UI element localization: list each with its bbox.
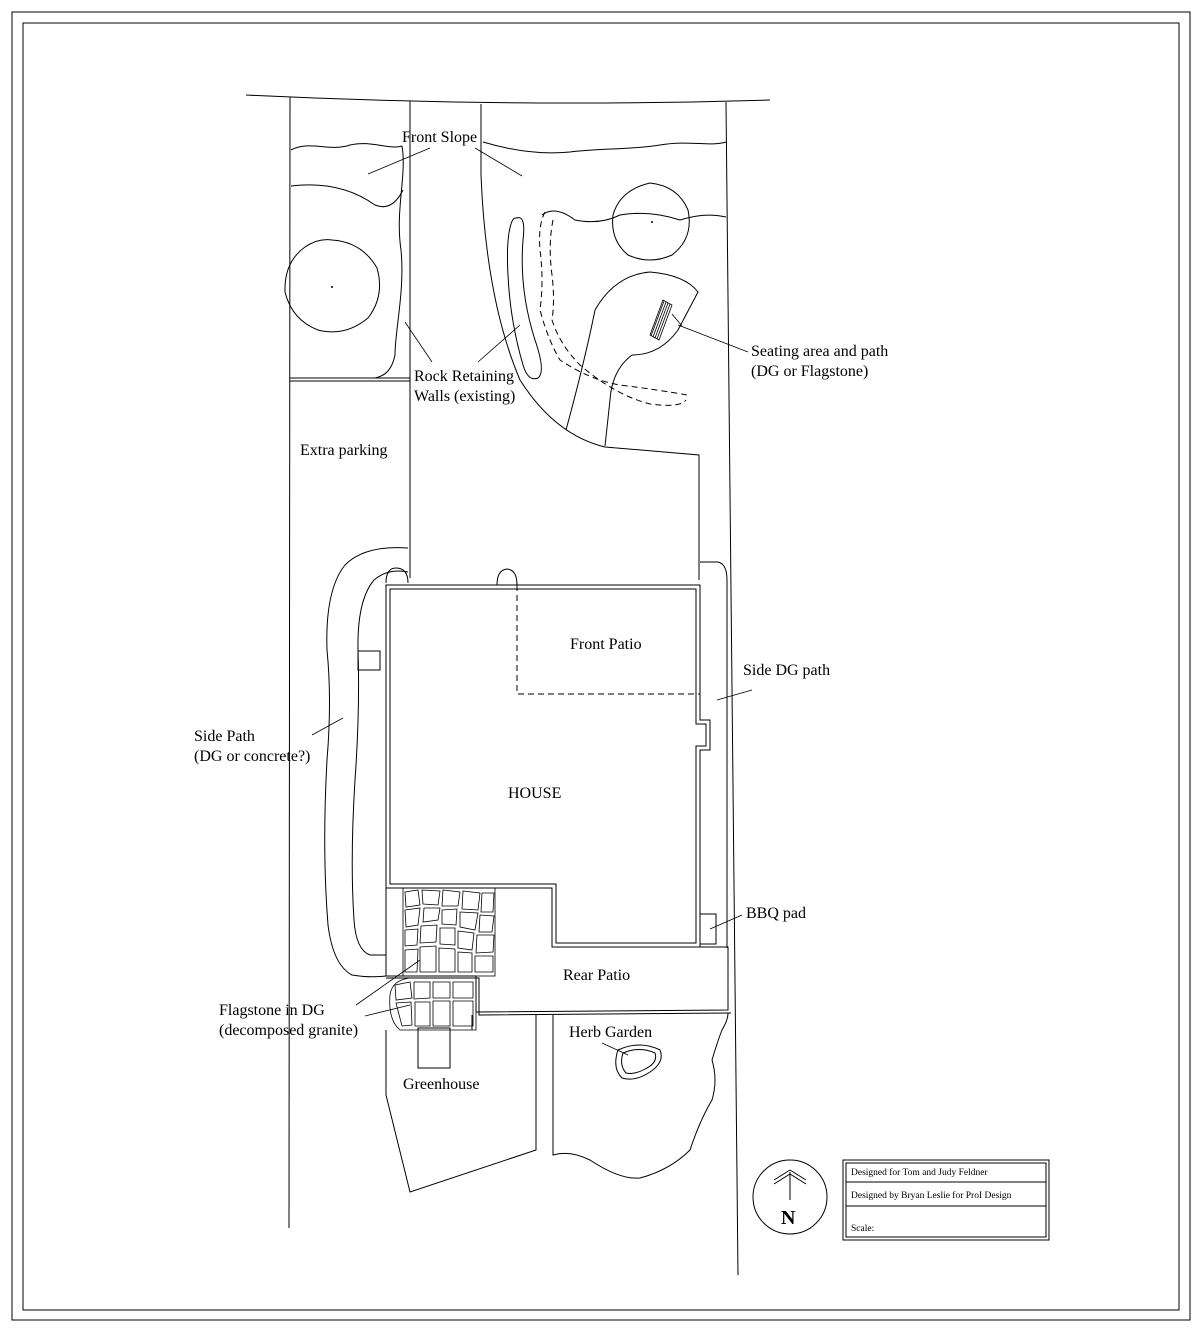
label-side-dg-path: Side DG path	[743, 662, 830, 679]
house-outline-outer	[385, 584, 711, 948]
label-seating-line2: (DG or Flagstone)	[751, 363, 868, 380]
north-letter: N	[781, 1207, 796, 1229]
north-arrow-icon: N	[752, 1159, 828, 1235]
label-rock-walls-line2: Walls (existing)	[414, 388, 515, 405]
title-block: Designed for Tom and Judy Feldner Design…	[842, 1159, 1050, 1241]
label-greenhouse: Greenhouse	[403, 1076, 479, 1093]
herb-garden-bed	[552, 1012, 729, 1179]
rear-patio-outline-inner	[386, 977, 732, 1016]
outer-frame	[11, 11, 1191, 1321]
tree-icon-right	[612, 182, 690, 261]
herb-garden-pond-inner	[621, 1049, 657, 1074]
flagstone-upper	[402, 887, 496, 977]
label-side-path-line2: (DG or concrete?)	[194, 748, 310, 765]
leader-herb-garden	[601, 1042, 629, 1056]
side-dg-path-edge	[700, 561, 728, 948]
leader-flagstone-upper	[355, 959, 421, 1006]
side-path-outer	[324, 547, 409, 978]
driveway-right-edge	[480, 104, 700, 580]
flagstone-lower	[389, 977, 477, 1031]
seating-area-path	[565, 271, 699, 447]
label-rear-patio: Rear Patio	[563, 967, 630, 984]
title-designed-by: Designed by Bryan Leslie for ProI Design	[851, 1190, 1012, 1201]
label-bbq-pad: BBQ pad	[746, 905, 806, 922]
side-yard-outline	[385, 1015, 537, 1193]
leader-bbq	[709, 914, 743, 930]
bbq-pad	[699, 913, 717, 945]
tree-icon-left	[284, 239, 380, 333]
title-scale: Scale:	[851, 1224, 874, 1234]
rock-wall-right	[506, 217, 542, 380]
house-outline-inner	[389, 588, 707, 944]
label-front-patio: Front Patio	[570, 636, 642, 653]
front-patio-step	[496, 568, 518, 586]
rock-wall-left	[374, 145, 404, 379]
title-designed-for: Designed for Tom and Judy Feldner	[851, 1167, 988, 1178]
slope-contour-left-lower	[290, 184, 404, 208]
label-house: HOUSE	[508, 785, 561, 802]
leader-front-slope-left	[367, 147, 431, 175]
label-extra-parking: Extra parking	[300, 442, 388, 459]
leader-side-path	[311, 717, 344, 736]
side-path-inner	[351, 570, 409, 956]
front-patio-outline	[516, 585, 700, 695]
right-property-line	[725, 101, 739, 1276]
leader-seating	[677, 324, 749, 353]
inner-frame	[22, 22, 1180, 1311]
dg-path-inner	[549, 219, 687, 406]
slope-contour-right	[482, 141, 727, 154]
leader-rock-wall-right	[477, 324, 521, 363]
bench-icon	[649, 299, 683, 341]
greenhouse-box	[417, 1027, 451, 1069]
label-seating-line1: Seating area and path	[751, 343, 888, 360]
herb-garden-pond-outer	[615, 1044, 662, 1080]
leader-side-dg-path	[716, 689, 753, 701]
slope-contour-left	[290, 143, 403, 151]
side-path-end	[385, 567, 409, 584]
label-flagstone-line1: Flagstone in DG	[219, 1002, 325, 1019]
street-edge	[245, 94, 771, 104]
label-herb-garden: Herb Garden	[569, 1024, 652, 1041]
left-property-line	[288, 96, 291, 1229]
label-side-path-line1: Side Path	[194, 728, 255, 745]
leader-flagstone-lower	[364, 1004, 411, 1017]
rear-patio-outline-outer	[385, 888, 729, 1013]
label-rock-walls-line1: Rock Retaining	[414, 368, 514, 385]
slope-contour-mid	[541, 210, 727, 223]
dg-path-outer	[539, 211, 688, 396]
utility-box	[357, 650, 381, 671]
label-flagstone-line2: (decomposed granite)	[219, 1022, 358, 1039]
leader-rock-wall-left	[404, 321, 433, 363]
label-front-slope: Front Slope	[402, 129, 477, 146]
leader-front-slope-right	[474, 147, 523, 177]
